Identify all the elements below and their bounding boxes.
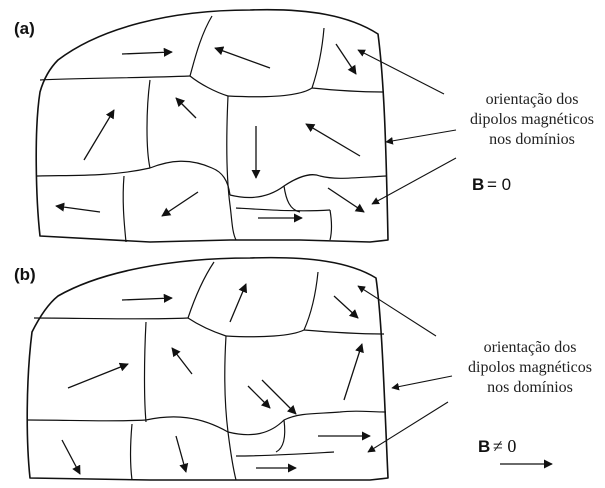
panel-b-field-value: ≠ 0 <box>493 436 516 456</box>
panel-b-field-label: B ≠ 0 <box>478 436 552 464</box>
panel-b-domain-walls <box>28 262 386 480</box>
panel-a: (a) <box>14 10 594 242</box>
panel-a-field-symbol: B <box>472 175 484 194</box>
panel-a-caption: orientação dos dipolos magnéticos nos do… <box>470 91 594 148</box>
panel-a-specimen-outline <box>36 10 388 242</box>
panel-b-specimen-outline <box>27 258 388 480</box>
panel-b-caption-line-2: dipolos magnéticos <box>468 359 592 376</box>
panel-b-caption: orientação dos dipolos magnéticos nos do… <box>468 339 592 396</box>
panel-b: (b) <box>14 258 592 480</box>
panel-a-field-label: B = 0 <box>472 175 511 194</box>
panel-a-caption-line-1: orientação dos <box>486 91 579 108</box>
panel-b-caption-line-1: orientação dos <box>484 339 577 356</box>
panel-b-dipole-arrows <box>62 284 370 474</box>
panel-a-caption-line-2: dipolos magnéticos <box>470 111 594 128</box>
panel-b-field-symbol: B <box>478 437 490 456</box>
panel-a-caption-line-3: nos domínios <box>489 131 575 148</box>
panel-b-label: (b) <box>14 265 36 284</box>
panel-b-caption-line-3: nos domínios <box>487 379 573 396</box>
panel-a-pointer-lines <box>358 50 456 204</box>
panel-a-field-value: = 0 <box>487 175 511 194</box>
panel-a-domain-walls <box>36 16 386 242</box>
panel-b-pointer-lines <box>358 286 452 452</box>
panel-a-label: (a) <box>14 19 35 38</box>
